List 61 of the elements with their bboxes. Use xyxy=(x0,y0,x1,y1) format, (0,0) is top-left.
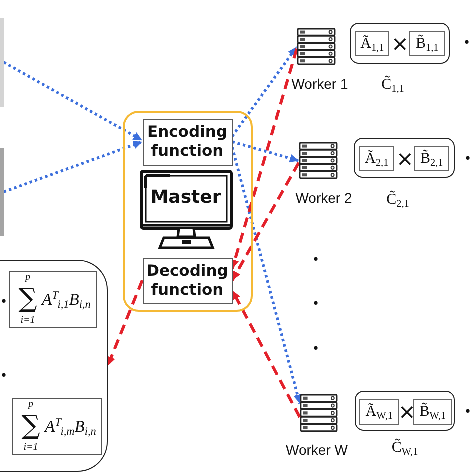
function-label: Decoding function xyxy=(146,262,230,300)
cropped-panel xyxy=(0,18,4,107)
bullet: • xyxy=(0,370,8,384)
dotted-arrow xyxy=(231,147,302,404)
sum-sign: ∑ xyxy=(22,410,40,443)
dotted-arrow xyxy=(3,61,144,142)
factor-box xyxy=(413,399,452,426)
multiply-sign: × xyxy=(391,32,408,55)
sum-lower-limit: i=1 xyxy=(20,316,36,326)
multiply-sign: × xyxy=(396,148,412,170)
factor-box xyxy=(359,146,394,172)
matrix-label: Ã$_{1,1}$ xyxy=(360,34,384,53)
product-label: C̃$_{2,1}$ xyxy=(386,190,410,210)
worker-label: Worker 1 xyxy=(290,76,350,93)
product-box xyxy=(355,391,455,431)
formula-box xyxy=(9,271,97,328)
bullet: • xyxy=(464,406,472,420)
sum-upper-limit: p xyxy=(26,273,30,284)
master-frame xyxy=(123,111,253,312)
dotted-arrow xyxy=(232,140,300,163)
result-panel xyxy=(0,260,108,472)
dashed-arrow xyxy=(231,48,298,270)
server-icon xyxy=(297,28,336,66)
dotted-arrow xyxy=(231,46,298,138)
sum-upper-limit: p xyxy=(28,400,34,410)
worker-label: Worker W xyxy=(285,442,349,459)
ellipsis-dot: • xyxy=(312,254,320,268)
matrix-label: Ã$_{W,1}$ xyxy=(366,403,393,422)
dashed-arrow xyxy=(106,280,144,367)
product-label: C̃$_{W,1}$ xyxy=(390,438,420,458)
server-icon xyxy=(299,142,338,180)
dashed-arrow xyxy=(231,162,300,282)
multiply-sign: × xyxy=(398,401,414,424)
factor-box xyxy=(409,31,446,56)
server-icon xyxy=(300,394,338,433)
sum-lower-limit: i=1 xyxy=(24,443,38,454)
bullet: • xyxy=(463,37,471,51)
dashed-arrow xyxy=(231,290,302,418)
product-box xyxy=(354,138,455,178)
matrix-label: Ã$_{2,1}$ xyxy=(365,150,389,168)
monitor-label: Master xyxy=(150,186,222,210)
ellipsis-dot: • xyxy=(312,343,320,357)
product-box xyxy=(350,23,450,64)
formula-box xyxy=(12,398,102,456)
function-label: Encoding function xyxy=(146,123,228,161)
cropped-panel xyxy=(0,148,4,236)
sum-term: A$^{T}$$_{i,m}$B$_{i,n}$ xyxy=(45,416,96,437)
product-label: C̃$_{1,1}$ xyxy=(380,75,406,95)
sum-sign: ∑ xyxy=(18,283,38,316)
factor-box xyxy=(355,31,390,56)
worker-label: Worker 2 xyxy=(294,190,354,207)
matrix-label: B̃$_{1,1}$ xyxy=(416,34,439,53)
bullet: • xyxy=(0,296,8,310)
matrix-label: B̃$_{W,1}$ xyxy=(420,403,446,422)
factor-box xyxy=(359,399,400,426)
bullet: • xyxy=(464,153,472,167)
matrix-label: B̃$_{2,1}$ xyxy=(420,150,444,168)
ellipsis-dot: • xyxy=(312,298,320,312)
factor-box xyxy=(414,146,450,172)
dotted-arrow xyxy=(4,140,143,194)
sum-term: A$^{T}$$_{i,1}$B$_{i,n}$ xyxy=(42,290,91,310)
